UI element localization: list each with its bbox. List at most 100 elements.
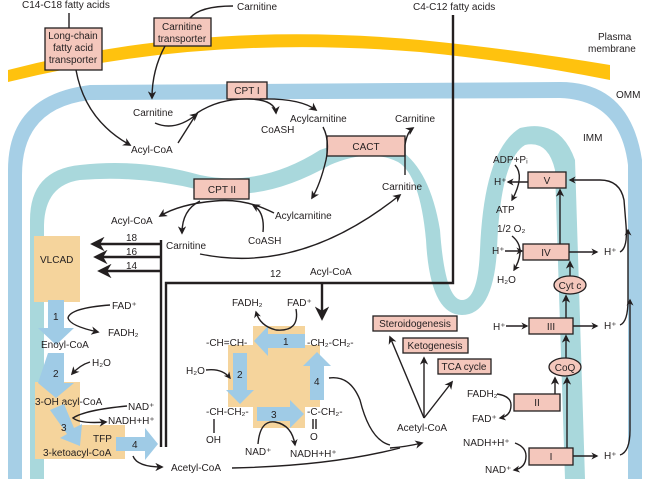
cytochrome-c-label: Cyt c bbox=[559, 281, 582, 292]
acylcarnitine-label-2: Acylcarnitine bbox=[275, 211, 332, 222]
fad-label-left: FAD⁺ bbox=[112, 301, 137, 312]
center-step-arrow-2 bbox=[226, 353, 254, 404]
h-label-iii-in: H⁺ bbox=[493, 322, 506, 333]
omm-label: OMM bbox=[616, 90, 640, 101]
h2o-label-center: H₂O bbox=[186, 366, 205, 377]
nad-label-i: NAD⁺ bbox=[485, 465, 511, 476]
carnitine-transporter-text-1: Carnitine bbox=[162, 22, 202, 33]
plasma-membrane-label-2: membrane bbox=[588, 44, 636, 55]
acyl-coa-label-2: Acyl-CoA bbox=[111, 216, 153, 227]
ketogenesis-label: Ketogenesis bbox=[407, 341, 462, 352]
atp-label: ATP bbox=[496, 205, 515, 216]
acetyl-coa-label-left: Acetyl-CoA bbox=[171, 463, 221, 474]
h2o-label-iv: H₂O bbox=[497, 275, 516, 286]
complex-iii-label: III bbox=[547, 322, 555, 333]
complex-i-label: I bbox=[550, 452, 553, 463]
oh-acyl-coa-label: 3-OH acyl-CoA bbox=[35, 397, 103, 408]
oh-label: OH bbox=[206, 435, 221, 446]
chain-length-12: 12 bbox=[270, 269, 282, 280]
plasma-membrane-label-1: Plasma bbox=[598, 32, 632, 43]
chain-length-16: 16 bbox=[126, 247, 138, 258]
steroidogenesis-label: Steroidogenesis bbox=[379, 319, 451, 330]
tfp-label: TFP bbox=[93, 434, 112, 445]
imm-label: IMM bbox=[583, 133, 602, 144]
center-step-2: 2 bbox=[237, 370, 243, 381]
h2o-label-left: H₂O bbox=[92, 358, 111, 369]
cpt2-enzyme bbox=[193, 178, 250, 200]
carnitine-label-4: Carnitine bbox=[166, 241, 206, 252]
inner-mitochondrial-membrane bbox=[30, 126, 585, 479]
left-step-2: 2 bbox=[53, 369, 59, 380]
acyl-coa-label-center: Acyl-CoA bbox=[310, 267, 352, 278]
left-step-4: 4 bbox=[132, 440, 138, 451]
center-step-3: 3 bbox=[271, 410, 277, 421]
complex-v bbox=[527, 171, 567, 189]
long-chain-fatty-acids-label: C14-C18 fatty acids bbox=[22, 0, 110, 11]
nad-label-left: NAD⁺ bbox=[128, 402, 154, 413]
fad-label-center: FAD⁺ bbox=[287, 298, 312, 309]
half-o2-label: 1/2 O₂ bbox=[497, 224, 525, 235]
ch-ch-label: -CH=CH- bbox=[206, 338, 247, 349]
complex-v-label: V bbox=[544, 176, 551, 187]
step-arrow-1 bbox=[38, 300, 74, 345]
medium-chain-fatty-acids-label: C4-C12 fatty acids bbox=[413, 2, 495, 13]
carnitine-label-2: Carnitine bbox=[395, 114, 435, 125]
long-chain-transporter-text-1: Long-chain bbox=[48, 31, 97, 42]
chain-length-14: 14 bbox=[126, 261, 138, 272]
fadh2-label-center: FADH₂ bbox=[232, 298, 263, 309]
fadh2-label-ii: FADH₂ bbox=[467, 389, 498, 400]
center-step-arrow-1 bbox=[254, 326, 305, 356]
long-chain-transporter-text-2: fatty acid bbox=[53, 43, 93, 54]
step-arrow-2 bbox=[38, 353, 74, 398]
nadh-label-center: NADH+H⁺ bbox=[290, 449, 337, 460]
adp-pi-label: ADP+Pᵢ bbox=[493, 155, 528, 166]
long-chain-fatty-acid-transporter bbox=[44, 27, 103, 71]
coash-label-2: CoASH bbox=[248, 236, 281, 247]
center-step-1: 1 bbox=[283, 337, 289, 348]
center-enzyme-complex bbox=[228, 326, 320, 428]
fadh2-label-left: FADH₂ bbox=[108, 328, 139, 339]
coash-label-1: CoASH bbox=[261, 125, 294, 136]
ch-ch2-label: -CH-CH₂- bbox=[206, 407, 249, 418]
center-step-arrow-4 bbox=[303, 352, 331, 400]
acylcarnitine-label-1: Acylcarnitine bbox=[290, 114, 347, 125]
tca-cycle-label: TCA cycle bbox=[441, 362, 486, 373]
step-arrow-4 bbox=[116, 428, 158, 460]
left-step-1: 1 bbox=[53, 312, 59, 323]
h-label-iv-out: H⁺ bbox=[604, 247, 617, 258]
complex-ii-label: II bbox=[534, 398, 540, 409]
steroidogenesis-box bbox=[372, 315, 458, 332]
ketoacyl-coa-label: 3-ketoacyl-CoA bbox=[43, 448, 112, 459]
nadh-label-i: NADH+H⁺ bbox=[463, 438, 510, 449]
cact-label: CACT bbox=[352, 142, 379, 153]
nad-label-center: NAD⁺ bbox=[245, 447, 271, 458]
acyl-coa-label-1: Acyl-CoA bbox=[131, 145, 173, 156]
coenzyme-q bbox=[548, 357, 582, 377]
vlcad-enzyme bbox=[34, 236, 80, 302]
h-label-iii-out: H⁺ bbox=[604, 321, 617, 332]
carnitine-transporter bbox=[153, 17, 212, 47]
cpt1-label: CPT I bbox=[234, 86, 259, 97]
step-arrow-3 bbox=[50, 404, 82, 446]
fad-label-ii: FAD⁺ bbox=[472, 414, 497, 425]
enoyl-coa-label: Enoyl-CoA bbox=[41, 340, 89, 351]
cpt2-label: CPT II bbox=[208, 185, 236, 196]
coenzyme-q-label: CoQ bbox=[555, 363, 576, 374]
chain-length-18: 18 bbox=[126, 233, 138, 244]
o-label: O bbox=[310, 432, 318, 443]
c-ch2-label: -C-CH₂- bbox=[307, 407, 343, 418]
ketogenesis-box bbox=[402, 337, 469, 354]
carnitine-transporter-text-2: transporter bbox=[158, 34, 207, 45]
center-step-arrow-3 bbox=[257, 400, 304, 428]
tca-cycle-box bbox=[437, 358, 492, 375]
h-label-v: H⁺ bbox=[494, 177, 507, 188]
h-label-iv-in: H⁺ bbox=[492, 246, 505, 257]
carnitine-label-3: Carnitine bbox=[382, 182, 422, 193]
left-step-3: 3 bbox=[61, 423, 67, 434]
nadh-label-left: NADH+H⁺ bbox=[108, 416, 155, 427]
vlcad-label: VLCAD bbox=[40, 255, 73, 266]
complex-ii bbox=[513, 393, 561, 412]
carnitine-label-1: Carnitine bbox=[133, 108, 173, 119]
long-chain-transporter-text-3: transporter bbox=[49, 55, 98, 66]
